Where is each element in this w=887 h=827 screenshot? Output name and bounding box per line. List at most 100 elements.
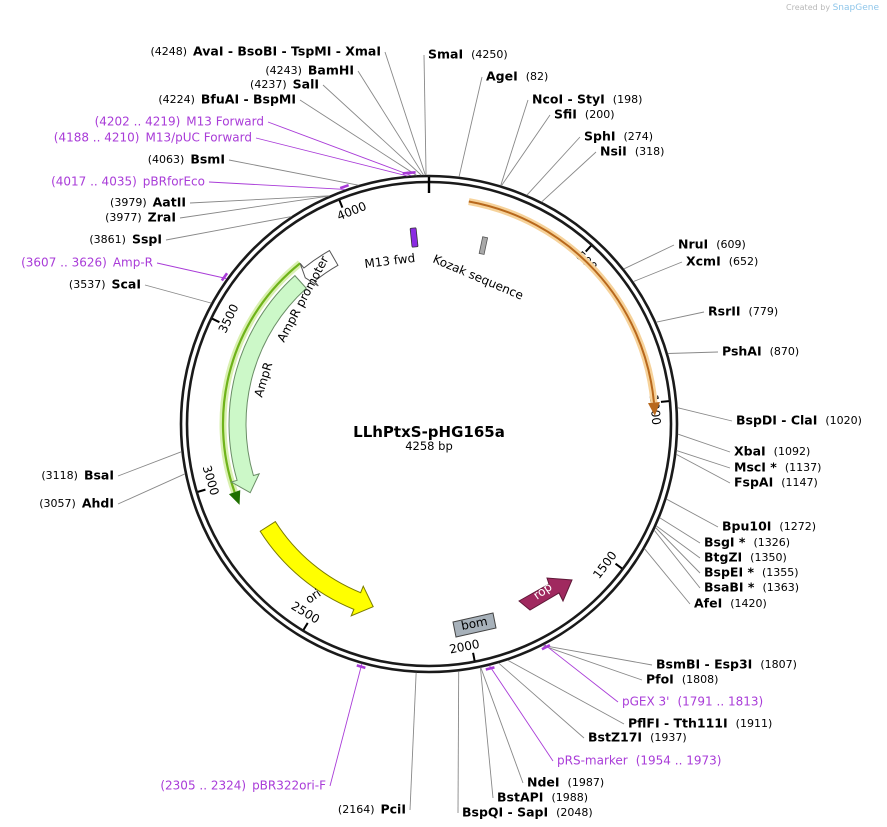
- m13-fwd-label: M13 fwd: [364, 251, 416, 271]
- right-site-label[interactable]: BsgI *(1326): [704, 535, 790, 550]
- right-site-label[interactable]: SphI(274): [584, 129, 653, 144]
- right-site-label[interactable]: RsrII(779): [708, 304, 778, 319]
- left-site-label[interactable]: AvaI - BsoBI - TspMI - XmaI(4248): [150, 44, 381, 59]
- kozak-label: Kozak sequence: [431, 252, 526, 303]
- right-site-label[interactable]: SfiI(200): [554, 107, 615, 122]
- right-site-label[interactable]: pGEX 3'(1791 .. 1813): [622, 695, 763, 709]
- leader-line: [208, 181, 346, 190]
- left-site-label[interactable]: M13/pUC Forward(4188 .. 4210): [54, 131, 252, 145]
- insert-arc[interactable]: [468, 198, 658, 403]
- primer-site-mark: [356, 664, 366, 670]
- site-labels: AvaI - BsoBI - TspMI - XmaI(4248) BamHI(4…: [21, 44, 862, 820]
- site-position: (4243): [265, 64, 302, 77]
- site-name: BsgI *: [704, 535, 746, 550]
- right-site-label[interactable]: NdeI(1987): [527, 775, 604, 790]
- insert-arc-core: [468, 200, 655, 403]
- left-site-label[interactable]: BamHI(4243): [265, 63, 354, 78]
- right-site-label[interactable]: BtgZI(1350): [704, 550, 787, 565]
- right-site-label[interactable]: FspAI(1147): [734, 475, 818, 490]
- left-site-label[interactable]: PciI(2164): [338, 802, 406, 817]
- ori-arrow[interactable]: [259, 520, 374, 617]
- right-site-label[interactable]: Bpu10I(1272): [722, 519, 816, 534]
- site-position: (652): [729, 255, 759, 268]
- right-site-label[interactable]: BsaBI *(1363): [704, 580, 799, 595]
- leader-line: [322, 84, 422, 176]
- m13-fwd-marker[interactable]: [409, 227, 419, 248]
- right-site-label[interactable]: NsiI(318): [600, 144, 664, 159]
- site-position: (1137): [785, 461, 822, 474]
- bom-box[interactable]: [452, 612, 497, 638]
- right-site-label[interactable]: NcoI - StyI(198): [532, 92, 642, 107]
- leader-line: [526, 136, 581, 196]
- right-site-label[interactable]: BstAPI(1988): [497, 790, 588, 805]
- right-site-label[interactable]: AfeI(1420): [694, 596, 767, 611]
- ampr-highlight-arrowhead: [228, 490, 241, 505]
- site-position: (4248): [150, 45, 187, 58]
- left-site-label[interactable]: BsaI(3118): [41, 468, 114, 483]
- right-site-label[interactable]: BspQI - SapI(2048): [462, 805, 593, 820]
- right-site-label[interactable]: XbaI(1092): [734, 444, 810, 459]
- left-site-label[interactable]: BfuAI - BspMI(4224): [158, 92, 296, 107]
- plasmid-size: 4258 bp: [405, 439, 453, 453]
- site-name: RsrII: [708, 304, 741, 319]
- label-leaders: [117, 51, 733, 814]
- site-name: PfoI: [646, 672, 674, 687]
- right-site-label[interactable]: MscI * (1137): [734, 460, 821, 475]
- left-site-label[interactable]: SspI(3861): [89, 232, 162, 247]
- leader-line: [677, 407, 733, 422]
- left-site-label[interactable]: pBRforEco(4017 .. 4035): [51, 175, 205, 189]
- leader-line: [667, 351, 719, 354]
- site-name: M13 Forward: [186, 115, 264, 129]
- leader-line: [675, 453, 731, 484]
- right-site-label[interactable]: AgeI(82): [486, 69, 548, 84]
- left-site-label[interactable]: ZraI(3977): [105, 210, 176, 225]
- left-site-label[interactable]: M13 Forward(4202 .. 4219): [95, 115, 264, 129]
- right-site-label[interactable]: PflFI - Tth111I(1911): [628, 716, 772, 731]
- ampr-promoter-arrow[interactable]: [299, 249, 339, 287]
- site-position: (1807): [760, 658, 797, 671]
- right-site-label[interactable]: SmaI(4250): [428, 47, 508, 62]
- primer-site-mark: [541, 643, 551, 651]
- site-name: BstAPI: [497, 790, 543, 805]
- rop-arrow[interactable]: [518, 577, 573, 611]
- right-site-label[interactable]: BspEI *(1355): [704, 565, 799, 580]
- left-site-label[interactable]: ScaI(3537): [69, 277, 141, 292]
- snapgene-logo: SnapGene: [832, 3, 879, 13]
- leader-line: [299, 99, 417, 176]
- primer-marks: [220, 171, 551, 671]
- right-site-label[interactable]: PshAI(870): [722, 344, 799, 359]
- right-site-label[interactable]: BspDI - ClaI(1020): [736, 413, 862, 428]
- left-site-label[interactable]: Amp-R(3607 .. 3626): [21, 256, 153, 270]
- right-site-label[interactable]: NruI(609): [678, 237, 746, 252]
- leader-line: [480, 667, 524, 784]
- leader-line: [498, 662, 585, 739]
- ampr-arrow[interactable]: [228, 274, 308, 494]
- right-site-label[interactable]: BstZ17I(1937): [588, 730, 687, 745]
- right-site-label[interactable]: XcmI(652): [686, 254, 758, 269]
- right-site-label[interactable]: BsmBI - Esp3I(1807): [656, 657, 797, 672]
- left-site-label[interactable]: SalI(4237): [250, 77, 319, 92]
- tick-mark: [211, 317, 220, 324]
- leader-line: [542, 645, 643, 681]
- site-name: SfiI: [554, 107, 577, 122]
- leader-line: [623, 244, 675, 270]
- site-position: (1420): [730, 597, 767, 610]
- site-position: (2305 .. 2324): [160, 779, 246, 793]
- primer-site-mark: [220, 272, 229, 282]
- site-name: pBR322ori-F: [252, 779, 326, 793]
- right-site-label[interactable]: PfoI(1808): [646, 672, 718, 687]
- left-site-label[interactable]: pBR322ori-F (2305 .. 2324): [160, 779, 326, 793]
- tick-label: 3000: [200, 464, 222, 497]
- site-name: BspQI - SapI: [462, 805, 548, 820]
- site-name: BfuAI - BspMI: [201, 92, 296, 107]
- left-site-label[interactable]: BsmI(4063): [148, 152, 225, 167]
- site-position: (1954 .. 1973): [636, 754, 722, 768]
- kozak-marker[interactable]: [478, 236, 489, 255]
- primer-site-mark: [402, 171, 412, 175]
- right-site-label[interactable]: pRS-marker(1954 .. 1973): [557, 754, 721, 768]
- left-site-label[interactable]: AatII(3979): [110, 195, 186, 210]
- left-site-label[interactable]: AhdI(3057): [39, 496, 114, 511]
- site-position: (4017 .. 4035): [51, 175, 137, 189]
- leader-line: [677, 433, 731, 453]
- site-name: MscI *: [734, 460, 777, 475]
